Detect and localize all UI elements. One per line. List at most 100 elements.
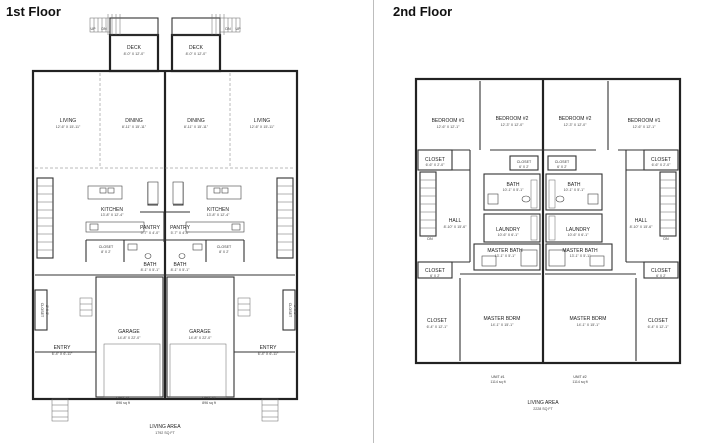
room-dim: 10'-1" X 5'-1": [564, 188, 585, 192]
living-area-value: 2228 SQ FT: [533, 407, 553, 411]
room-dim: 8' X 2': [101, 250, 111, 254]
room-name: CLOSET: [217, 245, 232, 249]
room-dim: 12'-6" X 15'-11": [250, 125, 275, 129]
room-dim: 13'-1" X 5'-1": [570, 254, 591, 258]
room-name: MASTER BDRM: [570, 316, 607, 322]
stair-label-dn-r: DN: [663, 237, 669, 241]
room-dim: 6' X 2': [557, 165, 567, 169]
room-name: CLOSET: [648, 318, 668, 324]
room-dim: 5'-7" X 4'-0": [171, 231, 190, 235]
room-name: CLOSET: [651, 268, 671, 274]
unit-name: UNIT #1: [491, 375, 504, 379]
unit-area: 1114 sq ft: [572, 380, 587, 384]
room-dim: 14'-1" X 15'-1": [491, 323, 514, 327]
second-floor-labels: BEDROOM #1 12'-6" X 12'-1" BEDROOM #2 12…: [425, 116, 671, 411]
room-name: BEDROOM #1: [628, 118, 661, 124]
room-name: BEDROOM #2: [559, 116, 592, 122]
room-dim: 8'-1" X 5'-1": [141, 268, 160, 272]
room-name: BEDROOM #2: [496, 116, 529, 122]
room-name: MASTER BDRM: [484, 316, 521, 322]
unit-area: 1114 sq ft: [490, 380, 505, 384]
first-floor-labels: UP DN DN UP DECK 8'-0" X 12'-0" DECK 8'-…: [40, 27, 297, 435]
unit-name: UNIT #1: [116, 396, 129, 400]
room-name: KITCHEN: [207, 207, 229, 213]
room-dim: 13'-8" X 12'-4": [101, 213, 124, 217]
room-name: CLOSET: [288, 303, 292, 318]
room-dim: 6'-4" X 12'-1": [427, 325, 448, 329]
room-name: BATH: [568, 182, 581, 188]
room-name: BATH: [174, 262, 187, 268]
unit-area: 896 sq ft: [116, 401, 130, 405]
room-name: CLOSET: [651, 157, 671, 163]
room-dim: 2' X 3': [293, 305, 297, 315]
room-name: PANTRY: [140, 225, 160, 231]
room-name: LIVING: [60, 118, 77, 124]
room-name: HALL: [635, 218, 648, 224]
second-floor-outline: [414, 77, 682, 365]
room-dim: 8'-11" X 15'-11": [122, 125, 147, 129]
room-dim: 5'-7" X 4'-0": [141, 231, 160, 235]
living-area-label: LIVING AREA: [149, 424, 181, 430]
room-dim: 13'-1" X 5'-1": [495, 254, 516, 258]
room-dim: 10'-1" X 5'-1": [503, 188, 524, 192]
room-dim: 8' X 2': [219, 250, 229, 254]
room-name: DINING: [125, 118, 143, 124]
room-dim: 8'-0" X 12'-0": [186, 52, 207, 56]
room-name: DECK: [127, 45, 142, 51]
room-dim: 14'-8" X 22'-0": [118, 336, 141, 340]
stair-1st-right: [276, 177, 294, 259]
room-dim: 6' X 2': [656, 274, 666, 278]
panel-divider: [373, 0, 374, 443]
room-dim: 8'-0" X 12'-0": [124, 52, 145, 56]
room-name: PANTRY: [170, 225, 190, 231]
stair-label-dn-l: DN: [427, 237, 433, 241]
stair-label-up-l: UP: [91, 27, 97, 31]
room-name: CLOSET: [555, 160, 570, 164]
room-name: ENTRY: [260, 345, 278, 351]
room-name: CLOSET: [427, 318, 447, 324]
room-name: BEDROOM #1: [432, 118, 465, 124]
room-dim: 12'-3" X 12'-0": [564, 123, 587, 127]
room-dim: 10'-6" X 6'-1": [568, 233, 589, 237]
room-dim: 8'-10" X 15'-6": [444, 225, 467, 229]
room-dim: 6'-6" X 2'-0": [652, 163, 671, 167]
room-dim: 14'-1" X 15'-1": [577, 323, 600, 327]
room-dim: 12'-6" X 12'-1": [437, 125, 460, 129]
room-dim: 8'-11" X 15'-11": [184, 125, 209, 129]
room-dim: 6'-4" X 6'-11": [52, 352, 73, 356]
room-name: DINING: [187, 118, 205, 124]
deck-stair-right: [171, 14, 241, 36]
room-dim: 6'-4" X 12'-1": [648, 325, 669, 329]
stair-label-dn-r: DN: [225, 27, 231, 31]
room-name: BATH: [144, 262, 157, 268]
room-dim: 14'-8" X 22'-0": [189, 336, 212, 340]
stair-1st-left: [36, 177, 54, 259]
room-name: LAUNDRY: [496, 227, 520, 233]
room-name: GARAGE: [118, 329, 140, 335]
room-dim: 8'-10" X 15'-6": [630, 225, 653, 229]
stair-2nd-right: [659, 171, 677, 237]
living-area-value: 1792 SQ FT: [155, 431, 175, 435]
stair-2nd-left: [419, 171, 437, 237]
first-floor-title: 1st Floor: [6, 4, 61, 19]
room-name: CLOSET: [425, 268, 445, 274]
room-name: LIVING: [254, 118, 271, 124]
room-dim: 6' X 2': [430, 274, 440, 278]
room-name: CLOSET: [517, 160, 532, 164]
room-name: CLOSET: [99, 245, 114, 249]
room-dim: 10'-6" X 6'-1": [498, 233, 519, 237]
room-name: CLOSET: [40, 303, 44, 318]
unit-area: 896 sq ft: [202, 401, 216, 405]
unit-name: UNIT #2: [573, 375, 586, 379]
room-name: HALL: [449, 218, 462, 224]
room-dim: 12'-3" X 12'-0": [501, 123, 524, 127]
stair-label-dn-l: DN: [101, 27, 107, 31]
second-floor-plan: [414, 77, 682, 365]
room-name: MASTER BATH: [487, 248, 523, 254]
room-dim: 6'-4" X 6'-11": [258, 352, 279, 356]
room-dim: 6'-6" X 2'-0": [426, 163, 445, 167]
room-dim: 2' X 3': [45, 305, 49, 315]
room-name: MASTER BATH: [562, 248, 598, 254]
living-area-label: LIVING AREA: [527, 400, 559, 406]
